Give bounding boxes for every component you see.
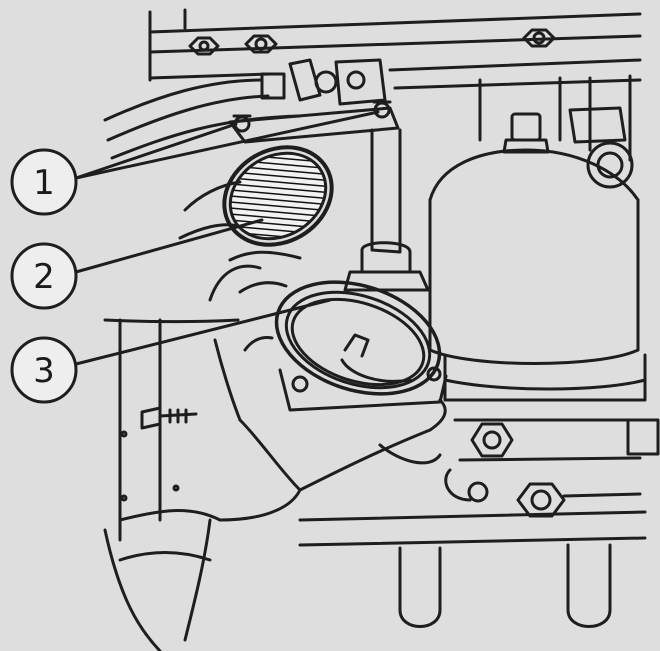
callout-3-label: 3 [33, 351, 55, 391]
mounting-bracket [228, 100, 400, 144]
callout-1 [10, 110, 380, 216]
callout-1-label: 1 [33, 163, 55, 203]
engine-frame [148, 8, 642, 189]
hand-holding-cover [103, 180, 448, 651]
callout-2 [10, 218, 264, 310]
callout-3 [10, 298, 332, 404]
lower-fittings [298, 418, 660, 628]
top-bolts [188, 28, 556, 56]
callout-2-label: 2 [33, 257, 55, 297]
housing-stem [343, 128, 430, 292]
filter-canister [428, 112, 647, 402]
strainer-screen [222, 145, 334, 247]
left-bulkhead [118, 318, 198, 542]
